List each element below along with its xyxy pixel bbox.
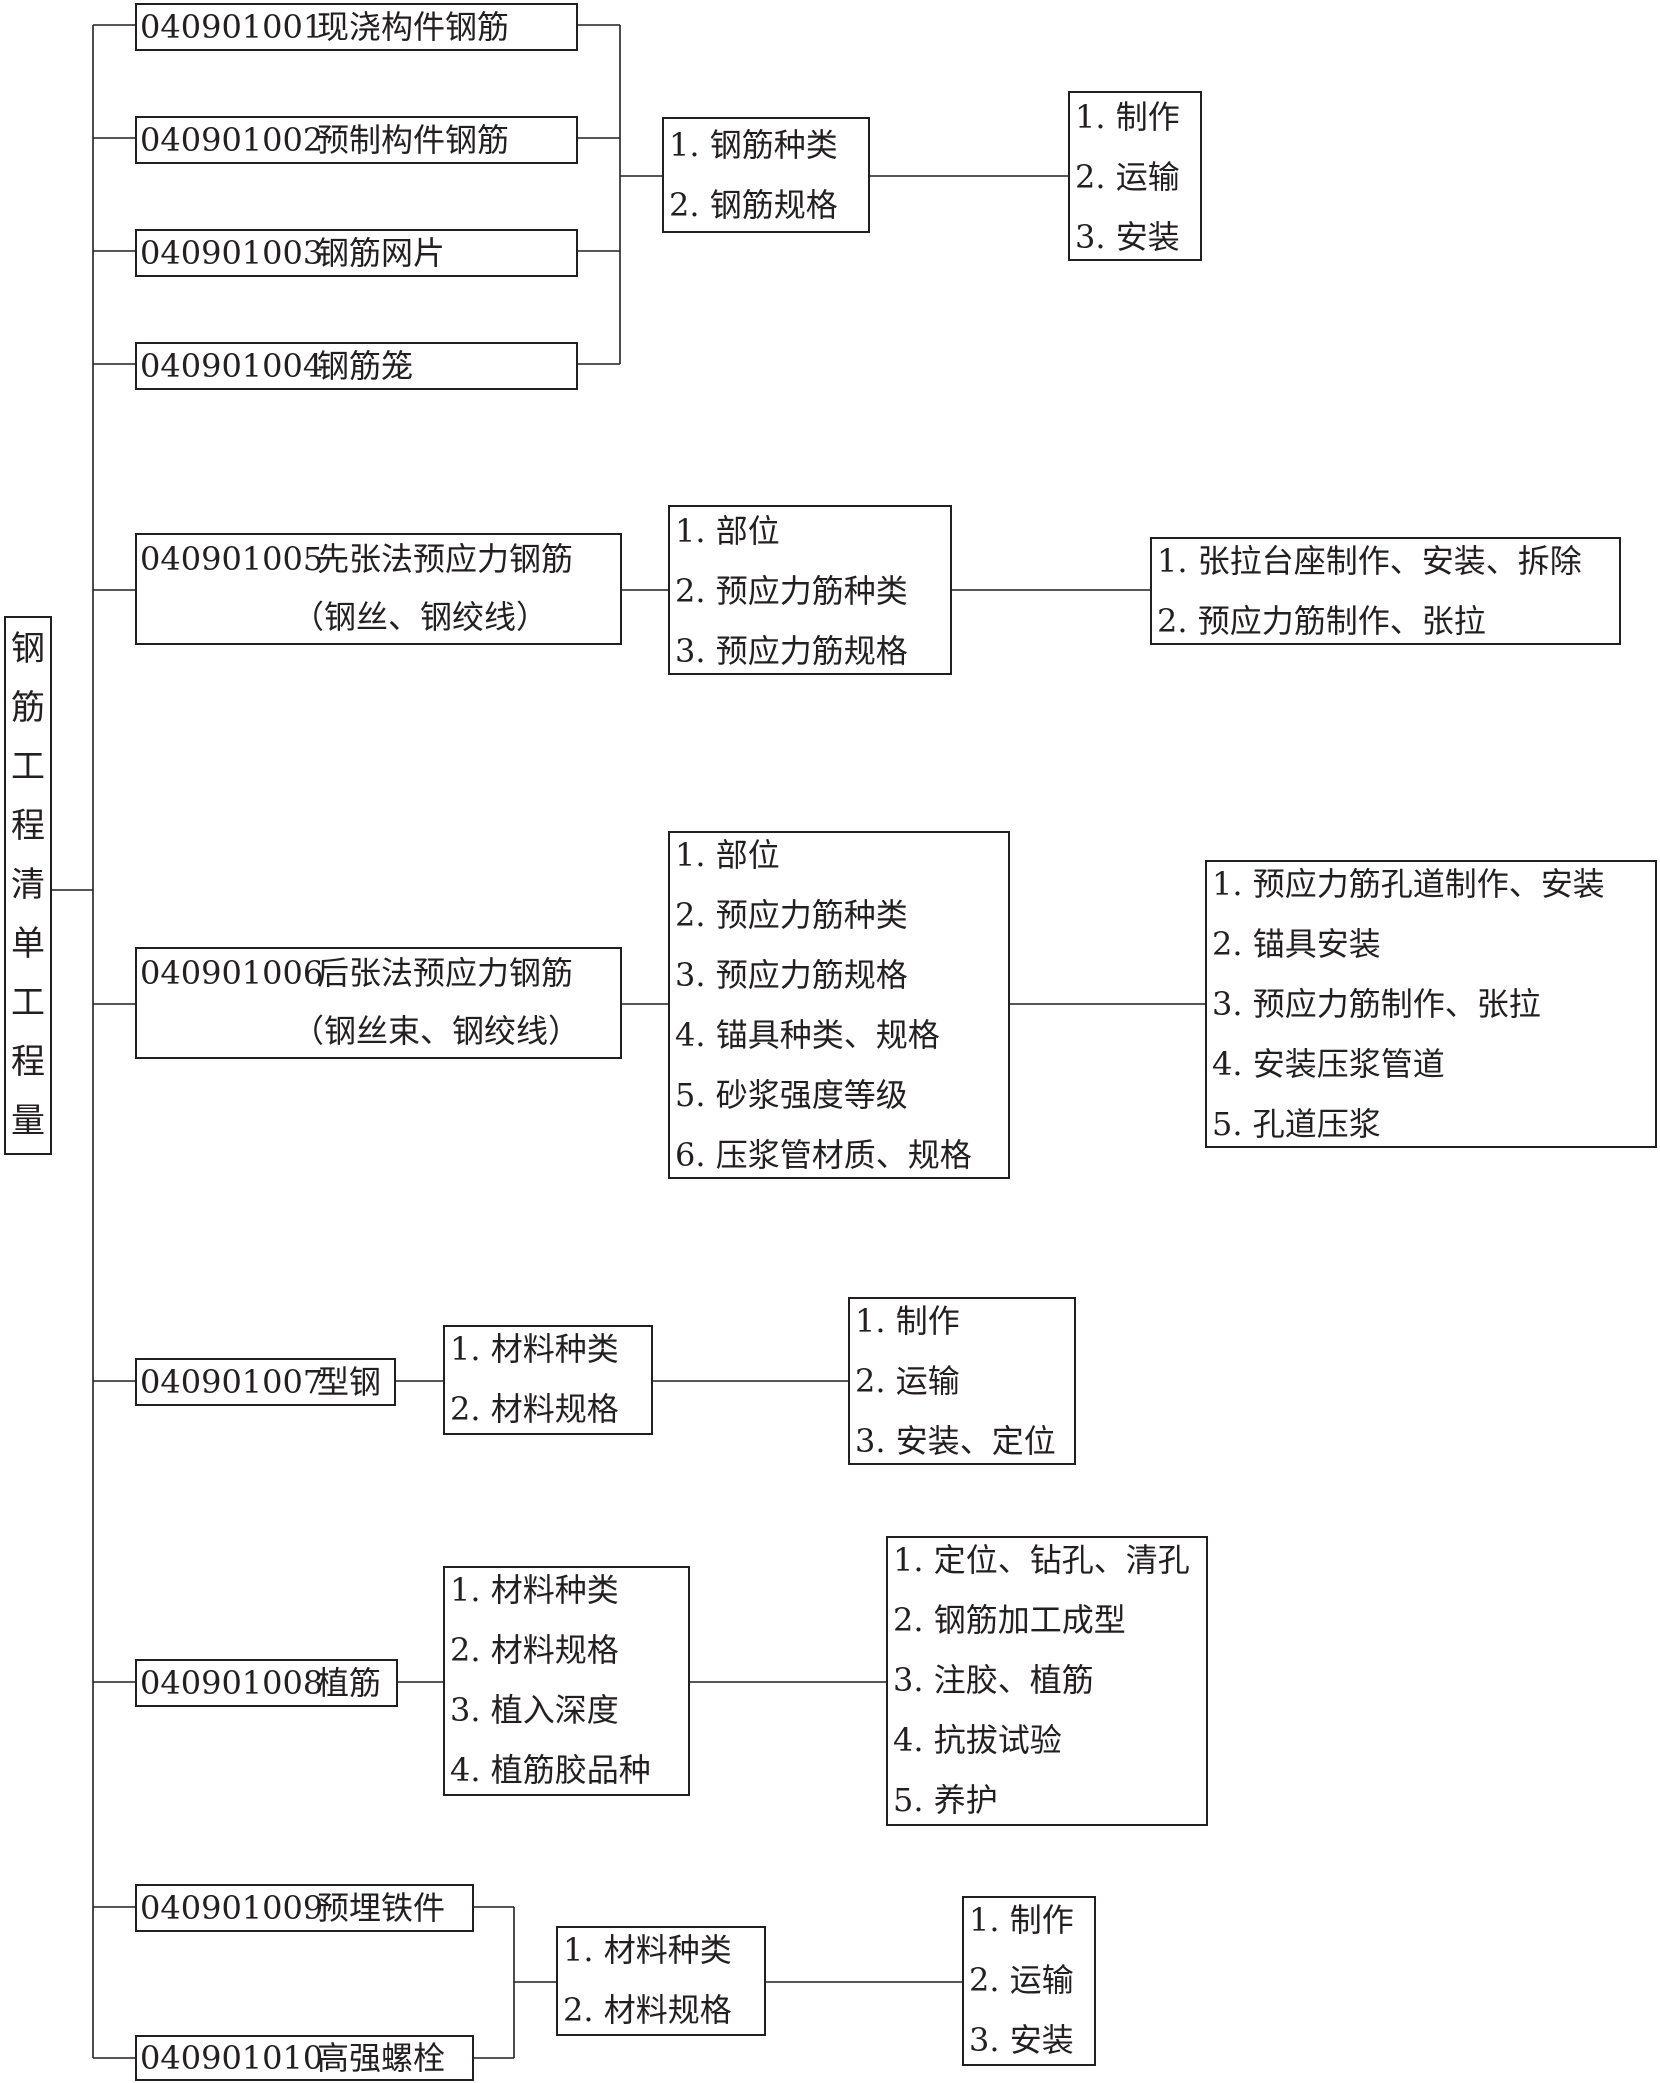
item-name: 预埋铁件: [317, 1889, 446, 1927]
feature-line: 1. 钢筋种类: [669, 126, 838, 164]
item-name: 植筋: [317, 1664, 382, 1702]
work-line: 3. 安装: [1075, 218, 1180, 256]
feature-line: 1. 部位: [675, 836, 780, 874]
item-box: 040901004 钢筋笼: [135, 342, 578, 390]
item-name: 钢筋网片: [317, 234, 446, 272]
item-box: 040901006 后张法预应力钢筋 （钢丝束、钢绞线）: [135, 947, 622, 1059]
item-sub: （钢丝、钢绞线）: [292, 598, 549, 636]
work-line: 2. 钢筋加工成型: [893, 1601, 1126, 1639]
work-line: 2. 预应力筋制作、张拉: [1157, 602, 1486, 640]
work-line: 1. 张拉台座制作、安装、拆除: [1157, 542, 1582, 580]
feature-box: 1. 材料种类 2. 材料规格: [443, 1325, 653, 1435]
work-line: 1. 预应力筋孔道制作、安装: [1212, 865, 1605, 903]
item-box: 040901003 钢筋网片: [135, 229, 578, 277]
work-line: 5. 孔道压浆: [1212, 1105, 1381, 1143]
item-code: 040901008: [140, 1664, 324, 1702]
item-name: 型钢: [317, 1363, 382, 1401]
feature-line: 2. 钢筋规格: [669, 186, 838, 224]
work-line: 4. 抗拔试验: [893, 1721, 1062, 1759]
item-box: 040901001 现浇构件钢筋: [135, 3, 578, 51]
item-code: 040901001: [140, 8, 324, 46]
item-code: 040901006: [140, 954, 324, 992]
work-line: 4. 安装压浆管道: [1212, 1045, 1445, 1083]
item-name: 预制构件钢筋: [317, 121, 510, 159]
feature-line: 1. 材料种类: [563, 1931, 732, 1969]
item-code: 040901003: [140, 234, 324, 272]
work-line: 1. 制作: [855, 1302, 960, 1340]
item-code: 040901007: [140, 1363, 324, 1401]
work-box: 1. 张拉台座制作、安装、拆除 2. 预应力筋制作、张拉: [1150, 537, 1621, 645]
feature-box: 1. 钢筋种类 2. 钢筋规格: [662, 117, 870, 233]
work-line: 1. 制作: [969, 1901, 1074, 1939]
feature-line: 2. 材料规格: [450, 1631, 619, 1669]
work-line: 3. 注胶、植筋: [893, 1661, 1094, 1699]
item-box: 040901008 植筋: [135, 1659, 398, 1707]
root-label: 钢 筋 工 程 清 单 工 程 量: [11, 629, 45, 1141]
feature-line: 4. 锚具种类、规格: [675, 1016, 940, 1054]
item-code: 040901009: [140, 1889, 324, 1927]
work-box: 1. 定位、钻孔、清孔 2. 钢筋加工成型 3. 注胶、植筋 4. 抗拔试验 5…: [886, 1536, 1208, 1826]
item-box: 040901010 高强螺栓: [135, 2035, 474, 2081]
feature-line: 2. 预应力筋种类: [675, 896, 908, 934]
root-box: 钢 筋 工 程 清 单 工 程 量: [4, 616, 52, 1155]
feature-line: 3. 预应力筋规格: [675, 632, 908, 670]
item-box: 040901002 预制构件钢筋: [135, 116, 578, 164]
item-name: 先张法预应力钢筋: [317, 540, 574, 578]
feature-box: 1. 部位 2. 预应力筋种类 3. 预应力筋规格: [668, 505, 952, 675]
feature-box: 1. 材料种类 2. 材料规格: [556, 1926, 766, 2036]
work-line: 2. 运输: [969, 1961, 1074, 1999]
work-line: 3. 预应力筋制作、张拉: [1212, 985, 1541, 1023]
item-sub: （钢丝束、钢绞线）: [292, 1012, 581, 1050]
work-box: 1. 制作 2. 运输 3. 安装、定位: [848, 1297, 1076, 1465]
work-box: 1. 预应力筋孔道制作、安装 2. 锚具安装 3. 预应力筋制作、张拉 4. 安…: [1205, 860, 1657, 1148]
item-name: 后张法预应力钢筋: [317, 954, 574, 992]
work-line: 3. 安装、定位: [855, 1422, 1056, 1460]
work-line: 5. 养护: [893, 1781, 998, 1819]
item-code: 040901010: [140, 2039, 324, 2077]
item-code: 040901005: [140, 540, 324, 578]
work-line: 1. 制作: [1075, 98, 1180, 136]
feature-line: 3. 植入深度: [450, 1691, 619, 1729]
feature-box: 1. 材料种类 2. 材料规格 3. 植入深度 4. 植筋胶品种: [443, 1566, 690, 1796]
feature-line: 6. 压浆管材质、规格: [675, 1136, 972, 1174]
feature-line: 2. 材料规格: [563, 1991, 732, 2029]
work-box: 1. 制作 2. 运输 3. 安装: [962, 1896, 1096, 2066]
item-box: 040901009 预埋铁件: [135, 1884, 474, 1932]
work-box: 1. 制作 2. 运输 3. 安装: [1068, 91, 1202, 261]
work-line: 2. 运输: [1075, 158, 1180, 196]
feature-line: 1. 材料种类: [450, 1330, 619, 1368]
feature-line: 1. 部位: [675, 512, 780, 550]
work-line: 1. 定位、钻孔、清孔: [893, 1541, 1190, 1579]
feature-line: 1. 材料种类: [450, 1571, 619, 1609]
feature-line: 2. 材料规格: [450, 1390, 619, 1428]
feature-line: 4. 植筋胶品种: [450, 1751, 651, 1789]
item-box: 040901005 先张法预应力钢筋 （钢丝、钢绞线）: [135, 533, 622, 645]
work-line: 2. 运输: [855, 1362, 960, 1400]
item-code: 040901004: [140, 347, 324, 385]
feature-line: 5. 砂浆强度等级: [675, 1076, 908, 1114]
item-name: 钢筋笼: [317, 347, 414, 385]
work-line: 2. 锚具安装: [1212, 925, 1381, 963]
feature-line: 3. 预应力筋规格: [675, 956, 908, 994]
item-box: 040901007 型钢: [135, 1358, 396, 1406]
item-name: 现浇构件钢筋: [317, 8, 510, 46]
item-name: 高强螺栓: [317, 2039, 446, 2077]
feature-line: 2. 预应力筋种类: [675, 572, 908, 610]
work-line: 3. 安装: [969, 2021, 1074, 2059]
feature-box: 1. 部位 2. 预应力筋种类 3. 预应力筋规格 4. 锚具种类、规格 5. …: [668, 831, 1010, 1179]
item-code: 040901002: [140, 121, 324, 159]
